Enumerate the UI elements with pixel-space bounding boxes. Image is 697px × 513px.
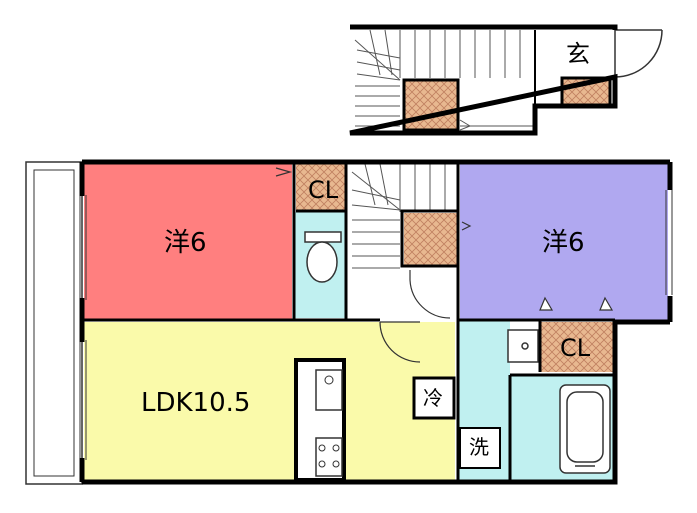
upper-stairs bbox=[354, 29, 536, 131]
western-room-right bbox=[460, 164, 668, 320]
walls bbox=[79, 159, 673, 485]
closet-right bbox=[540, 322, 613, 372]
fridge-box bbox=[412, 376, 456, 420]
kitchen-counter bbox=[294, 358, 346, 482]
lower-storage-hatch bbox=[404, 213, 458, 265]
upper-storage-hatch bbox=[402, 78, 460, 132]
ldk-room bbox=[84, 322, 455, 480]
upper-floor bbox=[349, 24, 663, 136]
ldk-label: LDK10.5 bbox=[141, 388, 251, 418]
closet-top-label: CL bbox=[308, 176, 339, 204]
upper-walls bbox=[349, 24, 618, 136]
western-room-left bbox=[84, 164, 292, 320]
toilet-fixture bbox=[304, 231, 342, 283]
entrance-label: 玄 bbox=[566, 40, 590, 68]
western-room-left-label: 洋6 bbox=[164, 228, 207, 258]
wash-basin bbox=[507, 329, 539, 363]
closet-top bbox=[296, 163, 346, 211]
washer-box bbox=[459, 427, 501, 469]
western-room-right-label: 洋6 bbox=[542, 228, 585, 258]
entrance-door-swing bbox=[614, 29, 663, 78]
lower-stairs bbox=[351, 163, 446, 269]
washer-label: 洗 bbox=[469, 435, 489, 459]
closet-right-label: CL bbox=[560, 334, 591, 362]
windows bbox=[79, 190, 673, 460]
bathtub bbox=[559, 384, 611, 474]
fridge-label: 冷 bbox=[423, 386, 443, 410]
balcony bbox=[25, 161, 83, 485]
